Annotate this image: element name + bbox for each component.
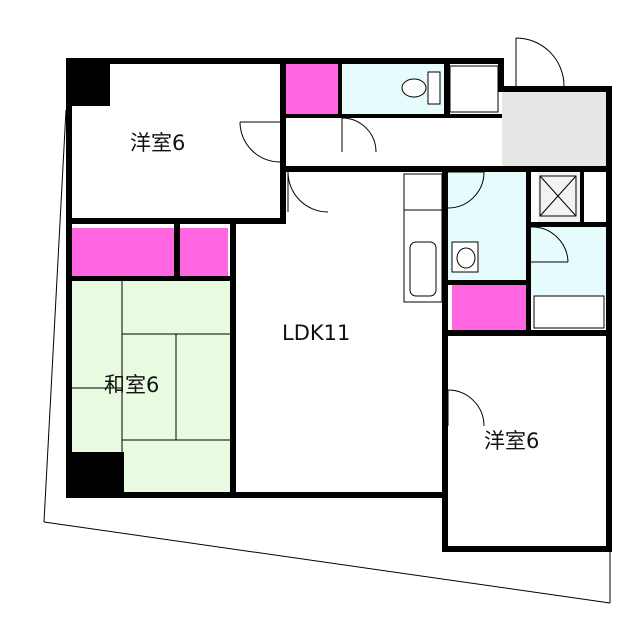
closet-left [70,228,174,276]
western-room-right-label: 洋室6 [484,429,539,453]
walls [66,58,612,552]
ldk-door [287,171,329,213]
door-swings [239,37,569,427]
toilet-icon [401,71,441,105]
windows [68,110,604,550]
toilet-cabinet [449,65,499,113]
top-room-door [239,121,281,163]
washroom-door [447,171,485,209]
storage-closets [70,64,526,332]
bathtub-icon [533,295,605,329]
entrance-area [502,90,608,168]
closet-left-small [180,228,228,276]
closet-top [286,64,338,114]
bedroom-right-door [447,389,485,427]
wash-basin-icon [451,241,479,273]
room-labels: 洋室6 LDK11 和室6 洋室6 [104,131,539,453]
fixtures [401,65,605,329]
closet-right [452,284,526,332]
entrance-door [515,37,565,87]
corridor-door [341,117,377,153]
ldk-label: LDK11 [282,321,350,345]
japanese-room-label: 和室6 [104,373,159,397]
balcony-outline [43,109,611,604]
bathroom-door [530,226,569,263]
shoe-box-icon [539,175,577,217]
kitchen-counter [403,173,443,303]
western-room-top-label: 洋室6 [130,131,185,155]
sink-icon [409,241,437,297]
